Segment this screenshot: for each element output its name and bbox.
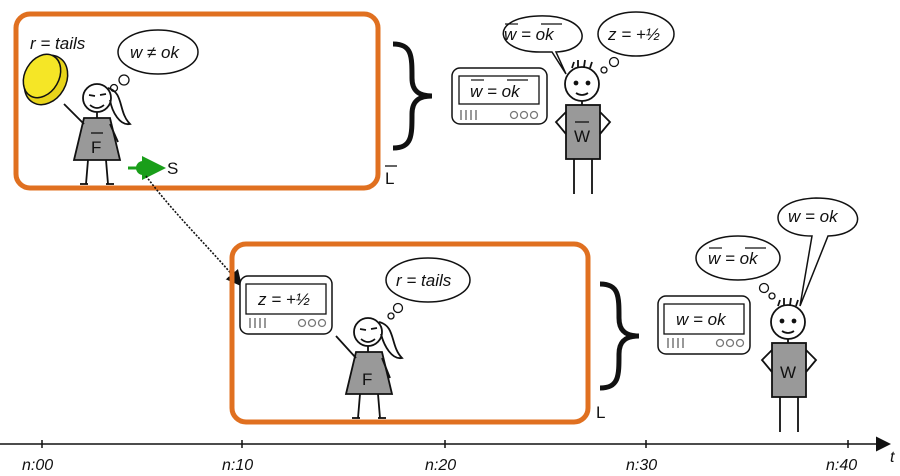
tick-label-0: n:00 [22,457,53,474]
lab-label-L: L [596,403,605,422]
device-W [657,295,751,355]
device-text-L: z = +½ [257,290,310,309]
lab-label-L-bar: L [385,169,394,188]
thought-text-F: r = tails [396,271,452,290]
thought-bubble-W [695,235,781,300]
brace-upper [392,41,433,151]
speech-bubble-W-bar [502,15,583,75]
device-text-W-bar: w = ok [470,82,521,101]
shirt-label-W: W [780,363,796,382]
tick-label-4: n:40 [826,457,857,474]
person-W-bar [554,59,612,194]
tick-label-3: n:30 [626,457,657,474]
thought-bubble-F [385,257,471,320]
coin-icon [22,53,69,106]
thought-bubble-W-bar [597,11,675,74]
transfer-arrow [145,175,243,287]
tick-label-1: n:10 [222,457,253,474]
speech-text-W-bar: w = ok [504,25,555,44]
tick-label-2: n:20 [425,457,456,474]
axis-label-t: t [890,449,895,466]
lab-box-L [229,241,591,425]
person-W [760,297,818,432]
device-text-W: w = ok [676,310,727,329]
person-F-bar [63,83,132,185]
thought-text-F-bar: w ≠ ok [130,43,181,62]
speech-bubble-W [777,197,859,307]
person-F [335,317,404,419]
lab-box-L-bar [13,11,381,191]
device-L [239,275,333,335]
thought-bubble-F-bar [103,29,199,98]
shirt-label-F-bar: F [91,138,101,157]
speech-text-W: w = ok [788,207,839,226]
brace-lower [599,281,640,391]
device-W-bar [451,67,548,125]
shirt-label-W-bar: W [574,127,590,146]
shirt-label-F: F [362,370,372,389]
spin-label: S [167,159,178,178]
thought-text-W-bar: z = +½ [607,25,660,44]
spin-particle-icon [128,156,166,180]
thought-text-W: w = ok [708,249,759,268]
coin-label: r = tails [30,34,86,53]
